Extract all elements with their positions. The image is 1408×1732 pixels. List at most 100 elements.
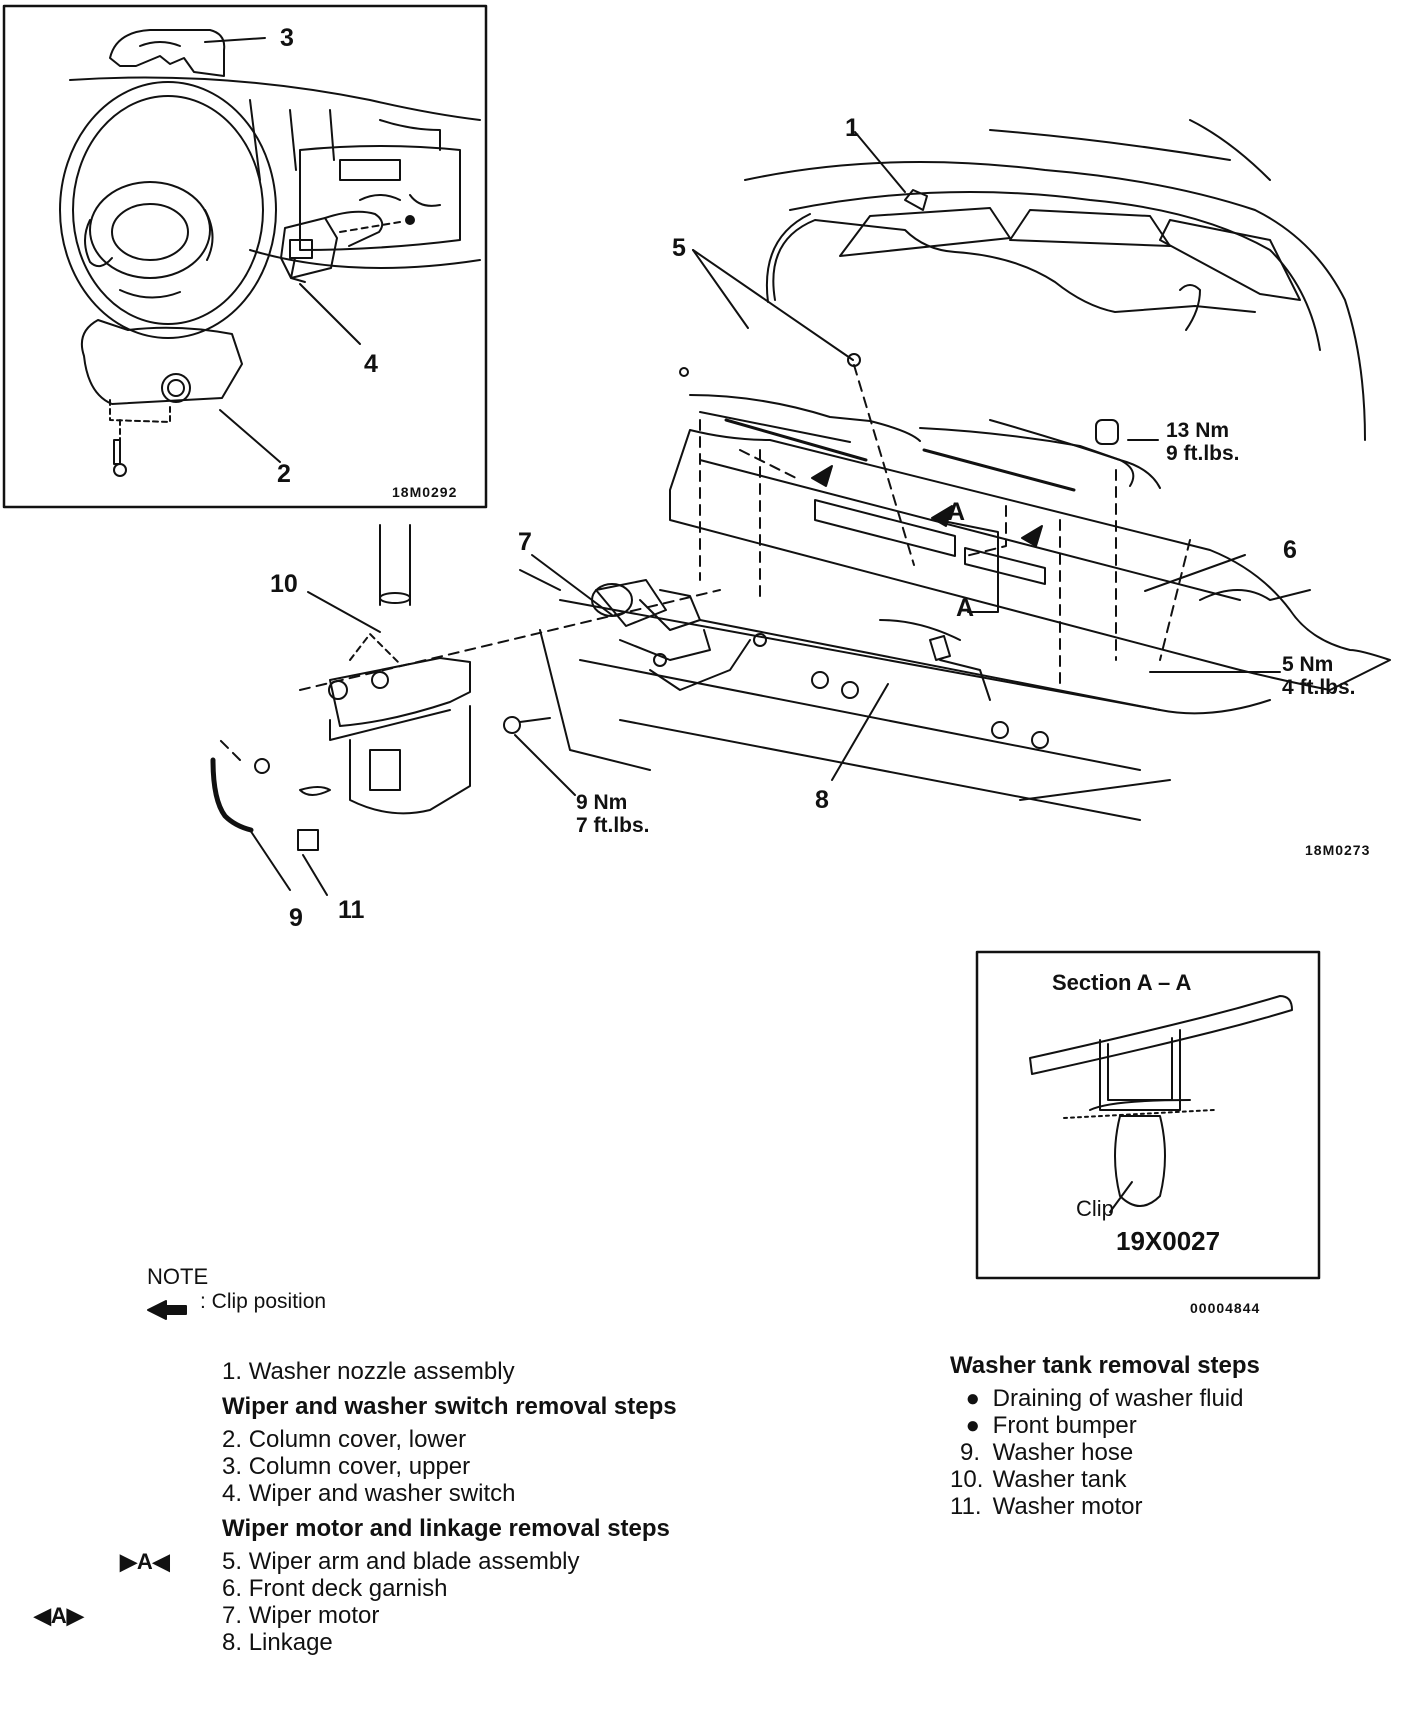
leader-5a — [692, 249, 749, 329]
list-item: 9. Washer hose — [950, 1439, 1370, 1466]
leader-4 — [299, 283, 361, 345]
deck-garnish-drawing — [669, 429, 1391, 691]
clip-label: Clip — [1076, 1196, 1114, 1221]
washer-motor-drawing — [254, 758, 331, 851]
left-steps: 1. Washer nozzle assembly Wiper and wash… — [34, 1358, 702, 1656]
callout-1: 1 — [845, 114, 859, 142]
steering-wheel-drawing — [59, 81, 277, 339]
torque-5nm: 5 Nm 4 ft.lbs. — [1282, 653, 1356, 699]
list-item: ▶A◀ 5. Wiper arm and blade assembly — [120, 1548, 702, 1575]
torque-9nm-metric: 9 Nm — [576, 791, 628, 814]
torque-5nm-imperial: 4 ft.lbs. — [1282, 675, 1356, 699]
heading-switch-removal: Wiper and washer switch removal steps — [222, 1393, 677, 1420]
callout-9: 9 — [289, 904, 303, 932]
step-number: 8. — [222, 1629, 243, 1656]
list-item: 4. Wiper and washer switch — [222, 1480, 702, 1507]
bullet: ● — [965, 1412, 981, 1439]
step-text: Washer tank — [992, 1466, 1127, 1493]
step-text: Front bumper — [992, 1412, 1137, 1439]
hood-drawing — [744, 119, 1366, 441]
section-a-a-drawing — [1029, 995, 1293, 1213]
step-number: 11. — [950, 1493, 982, 1520]
washer-tank-drawing — [328, 524, 471, 815]
list-item: 11. Washer motor — [950, 1493, 1370, 1520]
callout-10: 10 — [270, 570, 298, 598]
list-item: 8. Linkage — [222, 1629, 702, 1656]
step-number: 9. — [959, 1439, 980, 1466]
column-cover-upper-drawing — [109, 29, 226, 77]
section-mark-a-lower: A — [956, 594, 975, 622]
step-text: Washer motor — [992, 1493, 1143, 1520]
service-point-a-marker: ▶A◀ — [120, 1549, 170, 1574]
washer-nozzle-drawing — [766, 189, 1256, 331]
callout-3: 3 — [280, 24, 294, 52]
callout-4: 4 — [364, 350, 378, 378]
note-title: NOTE — [147, 1264, 209, 1289]
step-text: Draining of washer fluid — [992, 1385, 1244, 1412]
step-text: Wiper motor — [248, 1602, 380, 1629]
washer-hose-drawing — [210, 757, 254, 833]
wiper-arm-drawing — [679, 353, 1161, 492]
leader-7 — [531, 554, 613, 616]
section-code: 19X0027 — [1116, 1226, 1221, 1256]
step-text: Wiper and washer switch — [248, 1480, 516, 1507]
right-steps: Washer tank removal steps ● Draining of … — [950, 1352, 1370, 1520]
list-item: 10. Washer tank — [950, 1466, 1370, 1493]
leader-torque-9 — [514, 734, 576, 796]
leader-2 — [219, 409, 281, 463]
inset-code: 18M0292 — [392, 484, 458, 500]
torque-9nm-imperial: 7 ft.lbs. — [576, 813, 650, 837]
section-mark-a-upper: A — [947, 498, 966, 526]
step-number: 1. — [222, 1358, 243, 1385]
step-number: 6. — [222, 1575, 243, 1602]
wiper-switch-drawing — [280, 210, 401, 283]
section-title: Section A – A — [1052, 970, 1192, 995]
list-item: 2. Column cover, lower — [222, 1426, 702, 1453]
figure-code: 00004844 — [1190, 1300, 1261, 1316]
wiper-motor-drawing — [519, 569, 751, 691]
callout-2: 2 — [277, 460, 291, 488]
leader-5b — [692, 249, 854, 361]
step-number: 4. — [222, 1480, 243, 1507]
list-item: ● Front bumper — [950, 1412, 1370, 1439]
column-cover-lower-drawing — [80, 319, 243, 477]
leader-3 — [204, 37, 266, 43]
leader-6 — [1144, 554, 1246, 592]
callout-6: 6 — [1283, 536, 1297, 564]
torque-13nm: 13 Nm 9 ft.lbs. — [1166, 419, 1240, 465]
list-item: 3. Column cover, upper — [222, 1453, 702, 1480]
step-text: Front deck garnish — [248, 1575, 448, 1602]
torque-9nm: 9 Nm 7 ft.lbs. — [576, 791, 650, 837]
step-text: Wiper arm and blade assembly — [248, 1548, 580, 1575]
callout-7: 7 — [518, 528, 532, 556]
step-text: Washer nozzle assembly — [248, 1358, 515, 1385]
list-item: 1. Washer nozzle assembly — [222, 1358, 702, 1385]
callout-11: 11 — [338, 896, 365, 924]
section-box-frame — [975, 950, 1321, 1280]
list-item: 6. Front deck garnish — [222, 1575, 702, 1602]
assembly-lines — [219, 364, 1191, 761]
leader-1 — [854, 131, 906, 193]
leader-8 — [831, 683, 889, 781]
inset-frame — [2, 4, 488, 509]
step-number: 3. — [222, 1453, 243, 1480]
motor-bolt-drawing — [503, 716, 551, 734]
note-legend: : Clip position — [200, 1290, 327, 1313]
callout-5: 5 — [672, 234, 686, 262]
heading-tank-removal: Washer tank removal steps — [950, 1352, 1260, 1379]
torque-13nm-imperial: 9 ft.lbs. — [1166, 441, 1240, 465]
step-number: 10. — [950, 1466, 984, 1493]
clip-position-arrow-icon — [147, 1300, 187, 1320]
torque-13nm-metric: 13 Nm — [1166, 419, 1230, 442]
leader-11 — [302, 854, 328, 896]
step-text: Washer hose — [992, 1439, 1134, 1466]
step-text: Column cover, lower — [248, 1426, 467, 1453]
main-code: 18M0273 — [1305, 842, 1371, 858]
heading-motor-removal: Wiper motor and linkage removal steps — [222, 1515, 670, 1542]
torque-5nm-metric: 5 Nm — [1282, 653, 1334, 676]
service-point-a-install-marker: ◀A▶ — [34, 1603, 84, 1628]
step-text: Linkage — [248, 1629, 333, 1656]
bullet: ● — [965, 1385, 981, 1412]
dashboard-drawing — [69, 76, 481, 269]
